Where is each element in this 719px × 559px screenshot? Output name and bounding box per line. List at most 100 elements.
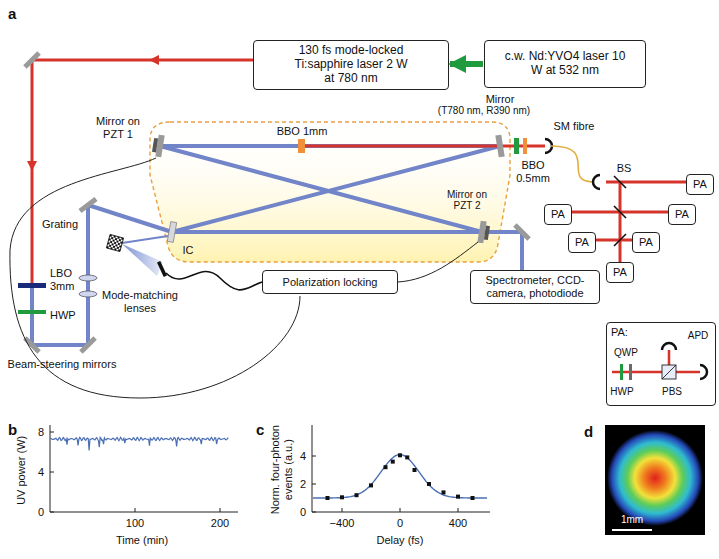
red-beam xyxy=(596,239,632,242)
pa-inset-drawing xyxy=(629,364,632,380)
plots xyxy=(312,425,490,512)
pa-inset-drawing xyxy=(700,365,707,379)
part-label: BBO 0.5mm xyxy=(512,159,554,184)
node-text: PA xyxy=(639,236,653,249)
beam-profile xyxy=(605,425,705,535)
scale-label: 1mm xyxy=(621,514,643,526)
plots xyxy=(456,495,460,499)
plots xyxy=(355,493,359,497)
pa-box: PA xyxy=(686,174,714,195)
plots xyxy=(50,472,54,473)
control-box: Polarization locking xyxy=(262,270,398,294)
beam-profile xyxy=(607,430,703,526)
axis-label: Time (min) xyxy=(116,534,168,547)
node-text: c.w. Nd:YVO4 laser 10 W at 532 nm xyxy=(504,50,626,78)
pa-inset-drawing xyxy=(662,343,676,350)
plots xyxy=(340,495,344,499)
plots xyxy=(427,482,431,486)
part-label: APD xyxy=(688,330,709,342)
tick-label: 8 xyxy=(38,426,44,439)
part-label: Mirror on PZT 2 xyxy=(438,189,496,212)
red-beam xyxy=(31,170,34,285)
pa-inset-drawing xyxy=(662,365,676,379)
part-label: Mirror on PZT 1 xyxy=(88,115,148,140)
mirror-symbols xyxy=(152,138,158,152)
node-text: Spectrometer, CCD-camera, photodiode xyxy=(483,274,587,299)
tick-label: 2 xyxy=(300,478,306,491)
fibre-couplers xyxy=(593,175,600,189)
tick-label: 0 xyxy=(300,506,306,519)
crystals xyxy=(298,139,305,153)
uv-beam xyxy=(32,146,522,345)
plots xyxy=(342,508,343,512)
plots xyxy=(50,425,238,512)
plots xyxy=(50,437,229,450)
beam-profile xyxy=(612,529,652,531)
uv-beam xyxy=(160,146,482,232)
part-label: PBS xyxy=(662,386,682,398)
part-label: LBO 3mm xyxy=(50,267,80,292)
tick-label: 0 xyxy=(397,517,403,530)
detection-box: Spectrometer, CCD-camera, photodiode xyxy=(470,270,600,304)
grating xyxy=(157,261,167,277)
part-label: QWP xyxy=(614,347,638,359)
part-label: BBO 1mm xyxy=(277,125,328,138)
node-text: Polarization locking xyxy=(283,276,378,289)
edges xyxy=(450,64,483,65)
mirror-symbols xyxy=(79,336,97,354)
plots xyxy=(405,455,409,459)
tick-label: 4 xyxy=(38,466,44,479)
plots xyxy=(413,468,417,472)
pa-inset-drawing xyxy=(620,364,623,380)
uv-beam xyxy=(122,236,168,243)
red-beam xyxy=(150,59,253,62)
crystals xyxy=(18,310,46,314)
node-text: PA xyxy=(693,178,707,191)
pa-box: PA xyxy=(668,204,696,225)
plots xyxy=(312,456,316,457)
grating xyxy=(166,271,262,289)
panel-letter: c xyxy=(256,421,264,438)
tick-label: 100 xyxy=(126,517,144,530)
node-text: 130 fs mode-locked Ti:sapphire laser 2 W… xyxy=(290,44,412,85)
part-label: Grating xyxy=(42,218,78,231)
laser-box: c.w. Nd:YVO4 laser 10 W at 532 nm xyxy=(484,40,646,88)
plots xyxy=(50,432,54,433)
grating xyxy=(122,244,163,276)
pa-inset-drawing xyxy=(612,343,707,380)
pump-arrow xyxy=(450,61,483,67)
panel-letter: a xyxy=(8,5,16,22)
plots xyxy=(442,490,446,494)
plots xyxy=(471,496,475,500)
pa-inset-drawing xyxy=(662,365,676,379)
node-text: PA: xyxy=(611,326,628,339)
part-label: HWP xyxy=(50,309,76,322)
uv-beam xyxy=(32,205,172,345)
pa-box: PA xyxy=(632,232,660,253)
plots xyxy=(313,455,487,498)
grating xyxy=(106,234,262,289)
plots xyxy=(384,465,388,469)
part-label: Mirror xyxy=(486,93,515,106)
beam-splitters xyxy=(614,234,626,246)
cavity-region xyxy=(150,122,510,262)
plots xyxy=(458,508,459,512)
uv-beam xyxy=(172,230,482,234)
fibre-couplers xyxy=(551,146,594,182)
plots xyxy=(400,508,401,512)
axis-label: Norm. four-photon events (a.u.) xyxy=(269,418,294,522)
node-text: PA xyxy=(551,208,565,221)
uv-beam xyxy=(172,146,500,232)
fibre-couplers xyxy=(545,139,552,153)
panel-letter: d xyxy=(584,423,593,440)
mirror-symbols xyxy=(167,222,176,243)
red-beam xyxy=(302,145,545,148)
beam-splitters xyxy=(614,206,626,218)
axis-label: Delay (fs) xyxy=(376,534,423,547)
mode-matching-lenses xyxy=(79,275,97,281)
tick-label: −400 xyxy=(330,517,355,530)
red-beam xyxy=(32,60,686,285)
axis-label: UV power (W) xyxy=(16,435,29,504)
pa-inset-drawing xyxy=(612,371,700,374)
plots xyxy=(398,453,402,457)
